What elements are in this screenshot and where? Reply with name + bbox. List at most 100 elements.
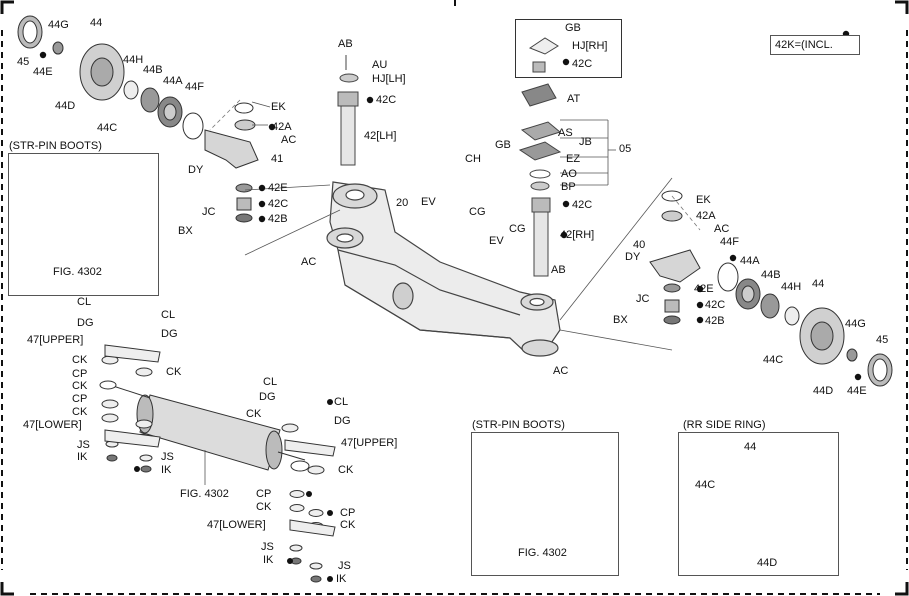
part-label: AC: [281, 134, 297, 146]
rr-side-ring-box: (RR SIDE RING) 44 44C 44D: [678, 419, 839, 576]
part-label: CG: [509, 223, 526, 235]
part-label: 44G: [48, 19, 69, 31]
part-label: 44C: [97, 122, 118, 134]
part-label: IK: [336, 573, 347, 585]
part-label: IK: [161, 464, 172, 476]
part-label: 47[LOWER]: [23, 419, 82, 431]
part-label: CK: [72, 380, 88, 392]
part-label: 47[UPPER]: [27, 334, 84, 346]
part-label: BX: [613, 314, 628, 326]
part-label: CH: [465, 153, 481, 165]
part-label: 44F: [720, 236, 739, 248]
part-label: CG: [469, 206, 486, 218]
part-label: EV: [421, 196, 436, 208]
part-label: 45: [17, 56, 30, 68]
part-label: 44B: [143, 64, 163, 76]
part-label: EK: [696, 194, 711, 206]
kingpin-lh: [337, 55, 359, 166]
part-label: 44H: [123, 54, 144, 66]
part-label: AB: [551, 264, 566, 276]
part-label: 44D: [55, 100, 76, 112]
part-label: 42C: [572, 58, 593, 70]
breather-box: [515, 19, 622, 78]
part-label: DY: [188, 164, 204, 176]
part-label: AB: [338, 38, 353, 50]
axle-beam: [326, 181, 561, 357]
part-label: JS: [77, 439, 90, 451]
hardware-left: [101, 355, 325, 583]
part-label: IK: [77, 451, 88, 463]
part-label: EK: [271, 101, 286, 113]
part-label: 40: [633, 239, 646, 251]
tie-rod-ends: [104, 344, 336, 537]
part-label: 42C: [268, 198, 289, 210]
part-label: 42[LH]: [364, 130, 397, 142]
part-label: CK: [166, 366, 182, 378]
part-label: 42C: [376, 94, 397, 106]
part-label: 42C: [705, 299, 726, 311]
part-label: CK: [72, 406, 88, 418]
part-label: 44B: [761, 269, 781, 281]
box-title: (STR-PIN BOOTS): [9, 140, 102, 152]
str-pin-boots-box-left: (STR-PIN BOOTS) FIG. 4302: [8, 140, 159, 296]
fig-ref: FIG. 4302: [518, 547, 567, 559]
str-pin-boots-box-right: (STR-PIN BOOTS) FIG. 4302: [471, 419, 619, 576]
part-label: CK: [246, 408, 262, 420]
part-label: HJ[LH]: [372, 73, 406, 85]
part-label: JS: [338, 560, 351, 572]
part-label: CL: [263, 376, 278, 388]
part-label: CP: [340, 507, 356, 519]
part-label: AS: [558, 127, 573, 139]
part-label: 42B: [268, 213, 288, 225]
box-title: (RR SIDE RING): [683, 419, 766, 431]
part-label: DY: [625, 251, 641, 263]
part-label: 44A: [740, 255, 760, 267]
part-label: 44A: [163, 75, 183, 87]
part-label: AT: [567, 93, 581, 105]
part-label: 42E: [694, 283, 714, 295]
part-label: BX: [178, 225, 193, 237]
part-label: EV: [489, 235, 504, 247]
part-label: DG: [77, 317, 94, 329]
part-label: AC: [714, 223, 730, 235]
hub-rh: [717, 262, 893, 387]
part-label: DG: [259, 391, 276, 403]
part-label: DG: [161, 328, 178, 340]
part-label: GB: [495, 139, 511, 151]
fig-ref: FIG. 4302: [180, 488, 229, 500]
part-label: 42C: [572, 199, 593, 211]
part-label: 44C: [763, 354, 784, 366]
part-label: DG: [334, 415, 351, 427]
part-label: 45: [876, 334, 889, 346]
fig-ref: FIG. 4302: [53, 266, 102, 278]
part-label: 44: [744, 441, 757, 453]
part-label: 44: [812, 278, 825, 290]
part-label: 42B: [705, 315, 725, 327]
part-label: AU: [372, 59, 388, 71]
knuckle-lh: [204, 102, 259, 223]
part-label: BP: [561, 181, 576, 193]
part-label: CL: [77, 296, 92, 308]
part-label: HJ[RH]: [572, 40, 608, 52]
part-label: IK: [263, 554, 274, 566]
part-label: CK: [256, 501, 272, 513]
part-label: 20: [396, 197, 409, 209]
kingpin-rh: [518, 37, 562, 277]
frame-dashes: [1, 30, 908, 595]
hub-lh: [17, 15, 204, 140]
part-label: JB: [579, 136, 592, 148]
part-label: AC: [553, 365, 569, 377]
part-label: 44G: [845, 318, 866, 330]
tie-rod-cylinder: [99, 380, 310, 472]
box-title: (STR-PIN BOOTS): [472, 419, 565, 431]
part-label: 44C: [695, 479, 716, 491]
part-label: 47[UPPER]: [341, 437, 398, 449]
part-label: 44: [90, 17, 103, 29]
part-label: 44F: [185, 81, 204, 93]
part-label: JS: [161, 451, 174, 463]
note-box: 42K=(INCL.: [770, 35, 860, 55]
part-label: CP: [72, 368, 88, 380]
part-label: CL: [161, 309, 176, 321]
